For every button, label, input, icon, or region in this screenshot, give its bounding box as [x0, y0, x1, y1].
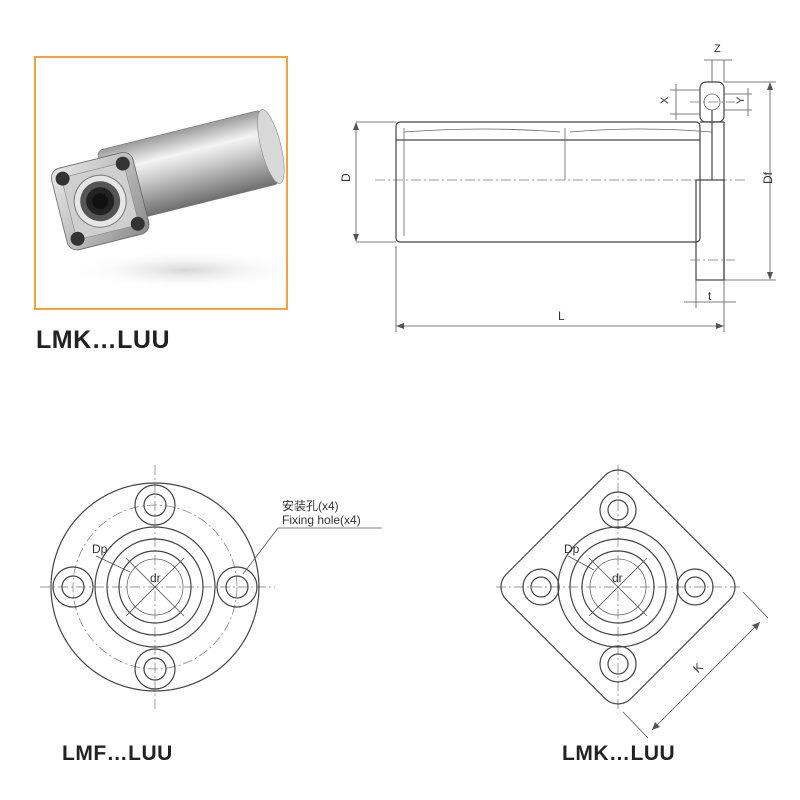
lmf-dp-label: Dp [92, 542, 108, 556]
product-label-bottom-left: LMF…LUU [62, 742, 173, 765]
square-flange-view: Dp dr K [496, 465, 769, 739]
lmf-dr-label: dr [150, 571, 161, 585]
linear-bearing-photo [50, 109, 286, 290]
dim-l-label: L [558, 309, 565, 323]
dim-y-label: Y [735, 96, 747, 104]
round-flange-view: Dp dr 安装孔(x4) Fixing hole(x4) [40, 465, 382, 710]
product-label-bottom-right: LMK…LUU [562, 742, 676, 765]
side-view: D Df Z X Y t L [339, 43, 776, 332]
lmk-dr-label: dr [612, 571, 623, 585]
dim-z-label: Z [714, 43, 721, 55]
fixing-hole-en: Fixing hole(x4) [282, 513, 361, 527]
lmk-dp-label: Dp [564, 542, 580, 556]
product-label-top: LMK…LUU [36, 326, 171, 354]
dim-x-label: X [659, 96, 671, 104]
dim-t-label: t [708, 289, 712, 303]
dim-df-label: Df [761, 171, 775, 184]
dim-d-label: D [339, 173, 353, 182]
dim-k-label: K [690, 660, 706, 676]
product-photo-frame [34, 56, 288, 310]
fixing-hole-cn: 安装孔(x4) [282, 498, 339, 513]
